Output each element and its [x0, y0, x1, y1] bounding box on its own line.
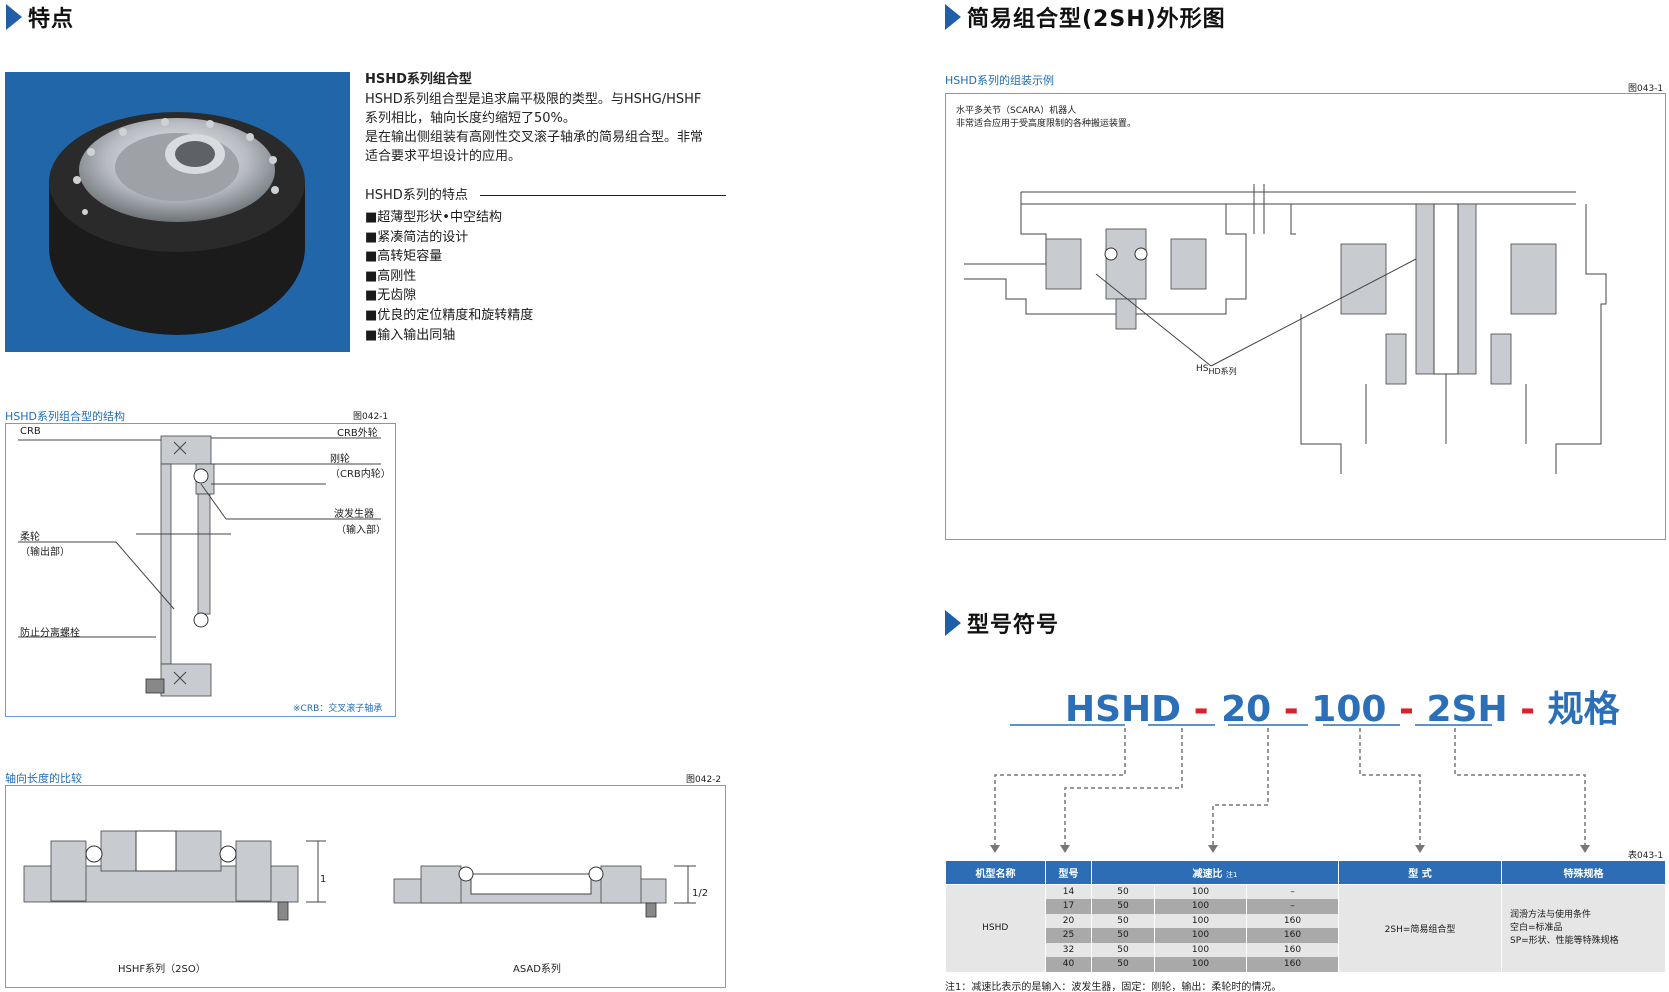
dim-hshf: 1 — [320, 874, 327, 885]
label-crb: CRB — [20, 426, 41, 437]
intro-line-2: 系列相比，轴向长度约缩短了50%。 — [365, 111, 576, 126]
label-hshf: HSHF系列（2SO） — [118, 964, 206, 975]
list-item: ■紧凑简洁的设计 — [365, 229, 469, 245]
triangle-marker-icon — [945, 4, 961, 30]
code-type: 2SH — [1426, 689, 1508, 730]
label-flexspline-sub: （输出部） — [20, 547, 70, 558]
structure-fig-number: 图042-1 — [353, 412, 389, 422]
list-item: ■输入输出同轴 — [365, 327, 456, 343]
features-heading: HSHD系列的特点 — [365, 188, 468, 203]
cell-model: HSHD — [945, 884, 1046, 972]
header-ratio: 减速比 注1 — [1091, 860, 1339, 885]
header-type: 型 式 — [1338, 860, 1502, 885]
structure-figure: CRB CRB外轮 刚轮 （CRB内轮） 波发生器 （输入部） 柔轮 （输出部）… — [5, 423, 396, 717]
label-crb-outer: CRB外轮 — [337, 428, 378, 439]
list-item: ■高转矩容量 — [365, 249, 443, 265]
label-circular-spline: 刚轮 — [330, 454, 350, 465]
assembly-desc-1: 水平多关节（SCARA）机器人 — [956, 106, 1077, 116]
assembly-fig-number: 图043-1 — [1628, 84, 1664, 94]
assembly-desc-2: 非常适合应用于受高度限制的各种搬运装置。 — [956, 119, 1137, 129]
intro-heading: HSHD系列组合型 — [365, 72, 472, 87]
code-series: HSHD — [1065, 689, 1182, 730]
model-title: 型号符号 — [945, 606, 1059, 640]
assembly-caption: HSHD系列的组装示例 — [945, 74, 1054, 87]
list-item: ■无齿隙 — [365, 288, 417, 304]
dim-asad: 1/2 — [692, 888, 709, 899]
table-header-row: 机型名称 型号 减速比 注1 型 式 特殊规格 — [945, 860, 1666, 885]
header-model-name: 机型名称 — [945, 860, 1046, 885]
table-row: 25 50 100 160 — [946, 928, 1666, 943]
label-flexspline: 柔轮 — [20, 532, 40, 543]
table-row: 32 50 100 160 — [946, 942, 1666, 957]
label-asad: ASAD系列 — [513, 964, 561, 975]
callout-series: HSHD系列 — [1196, 364, 1237, 376]
compare-figure: 1 1/2 HSHF系列（2SO） ASAD系列 — [5, 785, 726, 988]
table-row: HSHD 14 50 100 – 2SH=简易组合型 润滑方法与使用条件 空白=… — [945, 884, 1666, 972]
table-row: 40 50 100 160 — [946, 957, 1666, 972]
header-size: 型号 — [1045, 860, 1092, 885]
label-crb-note: ※CRB：交叉滚子轴承 — [293, 704, 383, 714]
list-item: ■优良的定位精度和旋转精度 — [365, 307, 534, 323]
triangle-marker-icon — [945, 610, 961, 636]
structure-caption: HSHD系列组合型的结构 — [5, 410, 125, 423]
intro-line-1: HSHD系列组合型是追求扁平极限的类型。与HSHG/HSHF — [365, 92, 702, 107]
label-wave-generator: 波发生器 — [334, 509, 374, 520]
compare-fig-number: 图042-2 — [686, 775, 722, 785]
table-row: 20 50 100 160 — [946, 913, 1666, 928]
model-code: HSHD - 20 - 100 - 2SH - 规格 — [1065, 689, 1620, 730]
model-spec-table: 机型名称 型号 减速比 注1 型 式 特殊规格 HSHD 14 50 100 –… — [945, 860, 1666, 972]
label-bolt: 防止分离螺栓 — [20, 628, 80, 639]
label-circular-spline-sub: （CRB内轮） — [330, 469, 391, 480]
list-item: ■高刚性 — [365, 268, 417, 284]
intro-line-3: 是在输出侧组装有高刚性交叉滚子轴承的简易组合型。非常 — [365, 130, 704, 145]
cell-type: 2SH=简易组合型 — [1338, 884, 1502, 972]
label-wave-generator-sub: （输入部） — [336, 525, 386, 536]
assembly-figure: 水平多关节（SCARA）机器人 非常适合应用于受高度限制的各种搬运装置。 HSH… — [945, 93, 1666, 540]
code-spec: 规格 — [1547, 689, 1620, 730]
outline-title: 简易组合型(2SH)外形图 — [945, 0, 1226, 34]
triangle-marker-icon — [6, 4, 22, 30]
list-item: ■超薄型形状•中空结构 — [365, 210, 502, 225]
compare-caption: 轴向长度的比较 — [5, 772, 82, 785]
header-special: 特殊规格 — [1501, 860, 1666, 885]
features-list: ■超薄型形状•中空结构 ■紧凑简洁的设计 ■高转矩容量 ■高刚性 ■无齿隙 ■优… — [365, 208, 533, 345]
code-size: 20 — [1221, 689, 1272, 730]
features-title: 特点 — [6, 0, 74, 34]
cell-special: 润滑方法与使用条件 空白=标准品 SP=形状、性能等特殊规格 — [1501, 884, 1666, 972]
table-row: 17 50 100 – — [946, 899, 1666, 914]
intro-line-4: 适合要求平坦设计的应用。 — [365, 149, 522, 164]
table-fig-number: 表043-1 — [1628, 851, 1664, 861]
code-ratio: 100 — [1311, 689, 1387, 730]
table-footnote: 注1：减速比表示的是输入：波发生器，固定：刚轮，输出：柔轮时的情况。 — [945, 982, 1282, 992]
code-connectors — [990, 724, 1590, 853]
features-rule — [480, 195, 726, 196]
product-photo — [5, 72, 350, 352]
